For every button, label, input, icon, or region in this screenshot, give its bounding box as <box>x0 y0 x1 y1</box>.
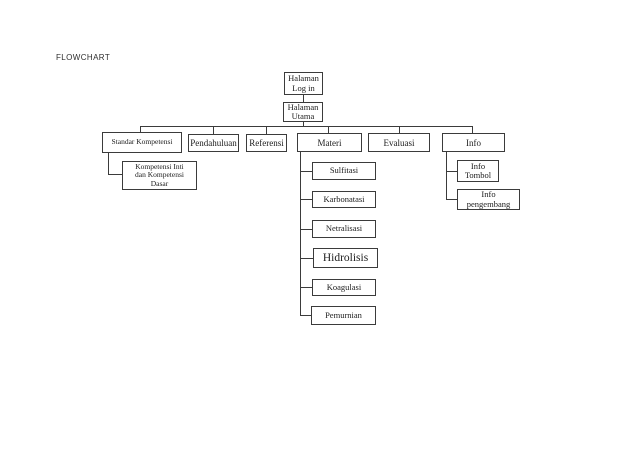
edge-materi-to-hidrolisis <box>300 258 313 259</box>
node-netralisasi: Netralisasi <box>312 220 376 238</box>
page-title: FLOWCHART <box>56 53 111 62</box>
edge-materi-trunk <box>300 152 301 316</box>
edge-info-to-info-pengembang <box>446 199 457 200</box>
node-info: Info <box>442 133 505 152</box>
node-info-pengembang: Info pengembang <box>457 189 520 210</box>
edge-main-bus <box>140 126 473 127</box>
edge-materi-to-koagulasi <box>300 287 312 288</box>
edge-utama-to-bus <box>303 122 304 127</box>
node-halaman-utama: Halaman Utama <box>283 102 323 122</box>
edge-drop-info <box>472 126 473 133</box>
edge-standar-to-kompetensi-inti <box>108 174 122 175</box>
node-sulfitasi: Sulfitasi <box>312 162 376 180</box>
edge-standar-trunk <box>108 153 109 175</box>
node-evaluasi: Evaluasi <box>368 133 430 152</box>
edge-drop-referensi <box>266 126 267 134</box>
edge-materi-to-karbonatasi <box>300 199 312 200</box>
edge-materi-to-sulfitasi <box>300 171 312 172</box>
node-halaman-login: Halaman Log in <box>284 72 323 95</box>
edge-login-to-utama <box>303 95 304 102</box>
edge-info-trunk <box>446 152 447 200</box>
node-koagulasi: Koagulasi <box>312 279 376 296</box>
node-karbonatasi: Karbonatasi <box>312 191 376 208</box>
node-pemurnian: Pemurnian <box>311 306 376 325</box>
node-hidrolisis: Hidrolisis <box>313 248 378 268</box>
edge-drop-pendahuluan <box>213 126 214 134</box>
edge-drop-materi <box>328 126 329 133</box>
edge-drop-evaluasi <box>399 126 400 133</box>
node-referensi: Referensi <box>246 134 287 152</box>
node-standar-kompetensi: Standar Kompetensi <box>102 132 182 153</box>
edge-materi-to-netralisasi <box>300 229 312 230</box>
node-pendahuluan: Pendahuluan <box>188 134 239 152</box>
node-info-tombol: Info Tombol <box>457 160 499 182</box>
node-materi: Materi <box>297 133 362 152</box>
edge-drop-standar-kompetensi <box>140 126 141 132</box>
node-kompetensi-inti: Kompetensi Inti dan Kompetensi Dasar <box>122 161 197 190</box>
edge-info-to-info-tombol <box>446 171 457 172</box>
edge-materi-to-pemurnian <box>300 315 311 316</box>
